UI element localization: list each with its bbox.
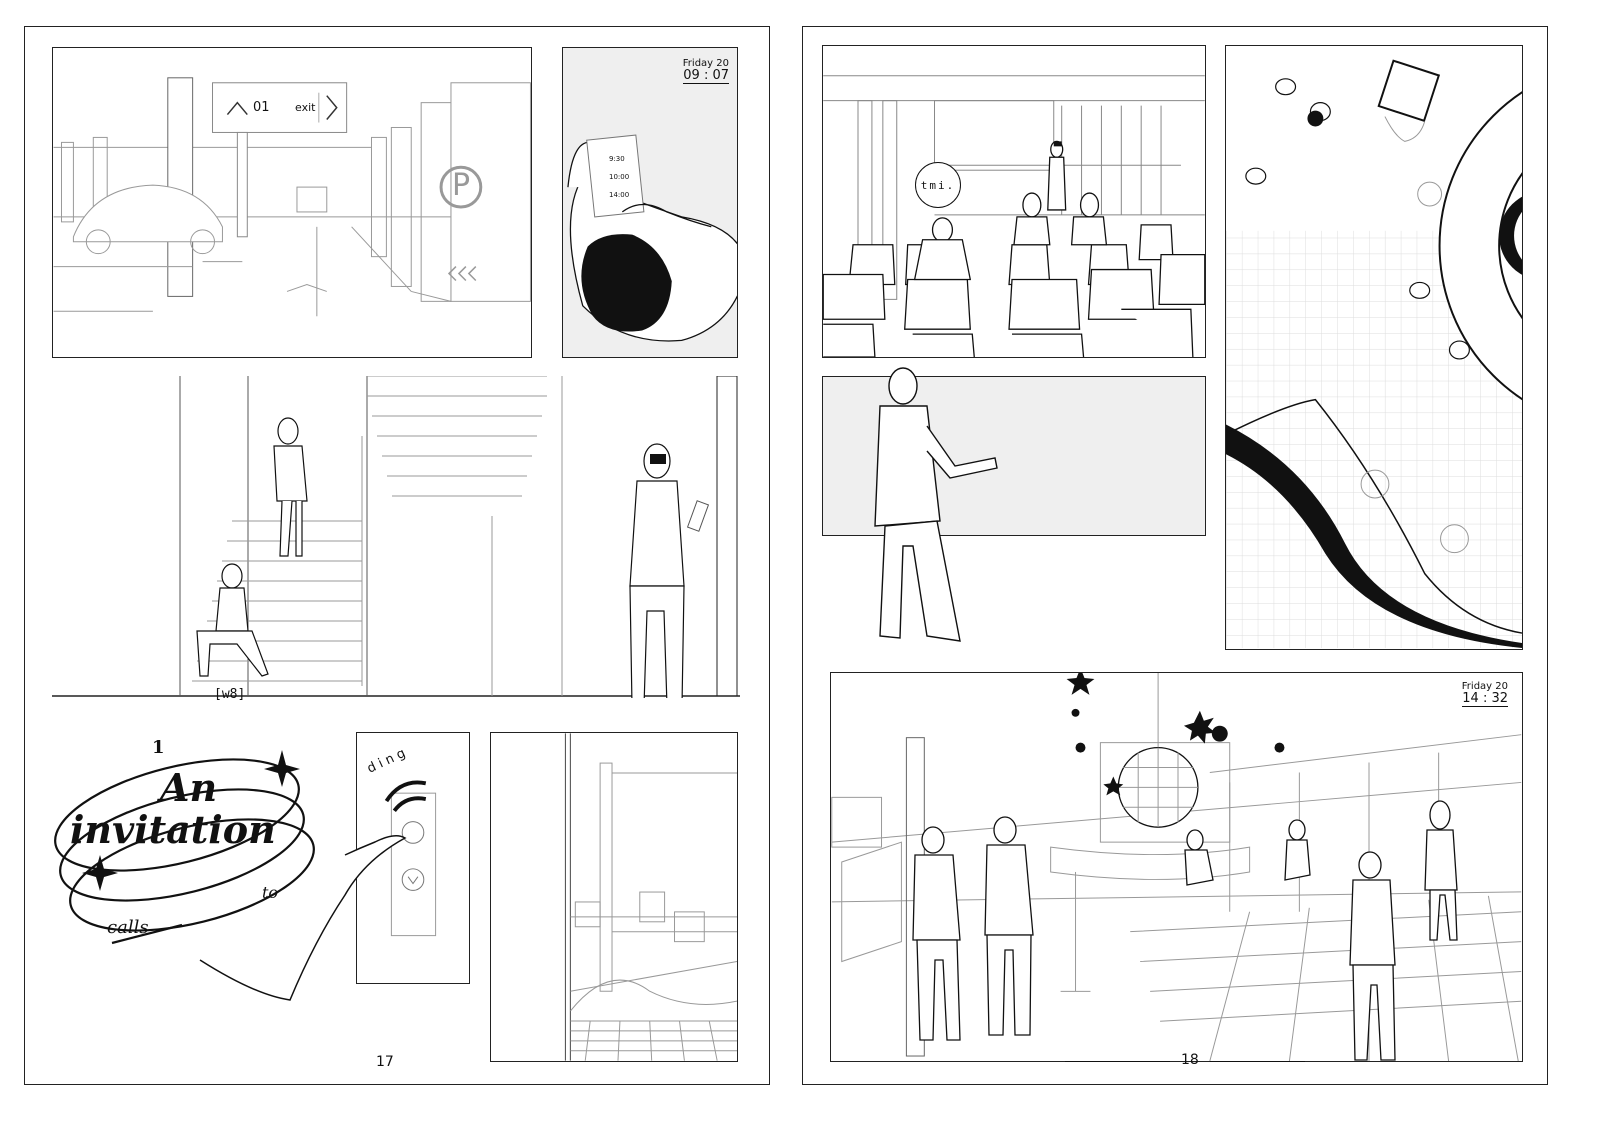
title-word-calls: calls [107, 917, 149, 938]
hand-phone-illustration [567, 134, 737, 342]
star-icon [1066, 673, 1095, 695]
party-people-illustration [912, 800, 1458, 1061]
schedule-time-1: 9:30 [609, 155, 625, 163]
schedule-time-3: 14:00 [609, 191, 630, 199]
phone-day: Friday 20 [682, 58, 729, 69]
stairs-illustration [52, 376, 740, 698]
party-day: Friday 20 [1461, 681, 1508, 692]
party-timestamp: Friday 20 14 : 32 [1461, 681, 1508, 707]
panel-top-down-view [1225, 45, 1523, 650]
title-word-an: An [160, 765, 218, 810]
panel-presentation-room: tmi. [822, 45, 1206, 358]
pointing-hand-illustration [199, 835, 407, 1001]
sparkle-icon [82, 855, 118, 891]
panel-parking-garage: 01 exit P [52, 47, 532, 358]
page-number-rule-left [1065, 1061, 1170, 1062]
speech-bubble: tmi. [915, 162, 961, 208]
panel-stairs-elevator: [w8] [52, 376, 740, 702]
parking-symbol: P [452, 168, 471, 203]
page-number-right: 18 [1181, 1052, 1199, 1068]
schedule-time-2: 10:00 [609, 173, 630, 181]
phone-time: 09 : 07 [682, 68, 729, 84]
sparkle-icon [264, 750, 300, 787]
elevator-button-illustration [384, 780, 437, 937]
panel-phone-schedule: Friday 20 09 : 07 9:30 10:00 14:00 [562, 47, 738, 358]
panel-office-interior [490, 732, 738, 1062]
party-time: 14 : 32 [1461, 691, 1508, 707]
title-word-to: to [262, 883, 279, 902]
exit-sign-text: exit [295, 101, 316, 114]
presenter-illustration [874, 367, 998, 642]
page-number-rule-right [1210, 1061, 1305, 1062]
parking-garage-illustration [53, 77, 531, 317]
top-down-view-illustration [1226, 59, 1522, 648]
phone-timestamp: Friday 20 09 : 07 [682, 58, 729, 84]
chapter-title: 1 An invitation calls to [52, 735, 332, 965]
burst-icon [1211, 725, 1228, 742]
title-word-invitation: invitation [70, 807, 276, 852]
stair-caption: [w8] [214, 687, 246, 702]
presentation-room-illustration [823, 75, 1205, 357]
office-interior-illustration [564, 733, 737, 1061]
parking-level-text: 01 [253, 100, 270, 115]
title-orbit-rings [54, 750, 315, 945]
title-number: 1 [152, 737, 165, 758]
page-number-left: 17 [376, 1054, 394, 1070]
star-icon [1103, 776, 1124, 796]
star-icon [1183, 710, 1216, 744]
